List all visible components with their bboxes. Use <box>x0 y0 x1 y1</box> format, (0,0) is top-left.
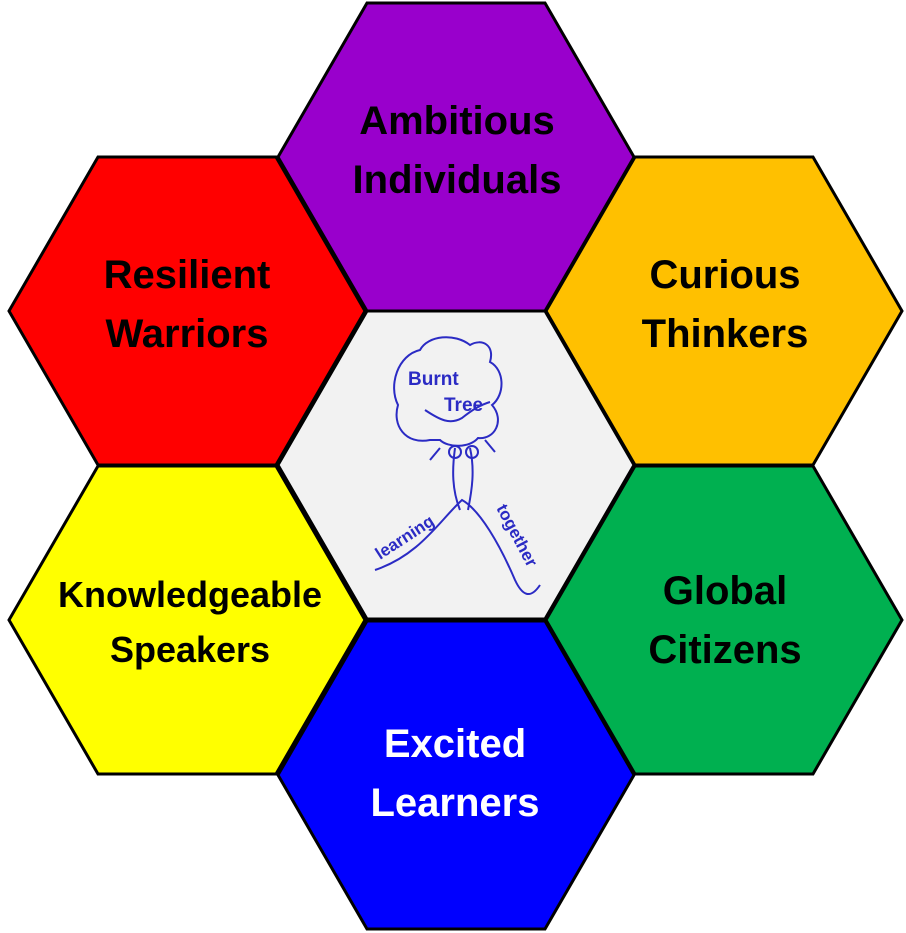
label-curious-line2: Thinkers <box>642 312 809 356</box>
label-excited-line1: Excited <box>384 722 526 766</box>
hexagon-excited <box>276 619 636 931</box>
tree-outline-icon <box>374 336 541 595</box>
label-ambitious-line1: Ambitious <box>359 99 555 143</box>
label-global-line1: Global <box>663 569 787 613</box>
label-curious-line1: Curious <box>649 253 800 297</box>
hexagon-knowledgeable <box>7 464 367 776</box>
label-resilient-line1: Resilient <box>104 253 271 297</box>
logo-name-line2: Tree <box>444 395 483 416</box>
logo-name-line1: Burnt <box>408 369 459 390</box>
label-knowledgeable-line1: Knowledgeable <box>58 574 322 615</box>
label-resilient-line2: Warriors <box>105 312 268 356</box>
label-excited-line2: Learners <box>371 781 540 825</box>
label-global-line2: Citizens <box>648 628 801 672</box>
label-ambitious-line2: Individuals <box>353 158 562 202</box>
label-knowledgeable-line2: Speakers <box>110 629 270 670</box>
